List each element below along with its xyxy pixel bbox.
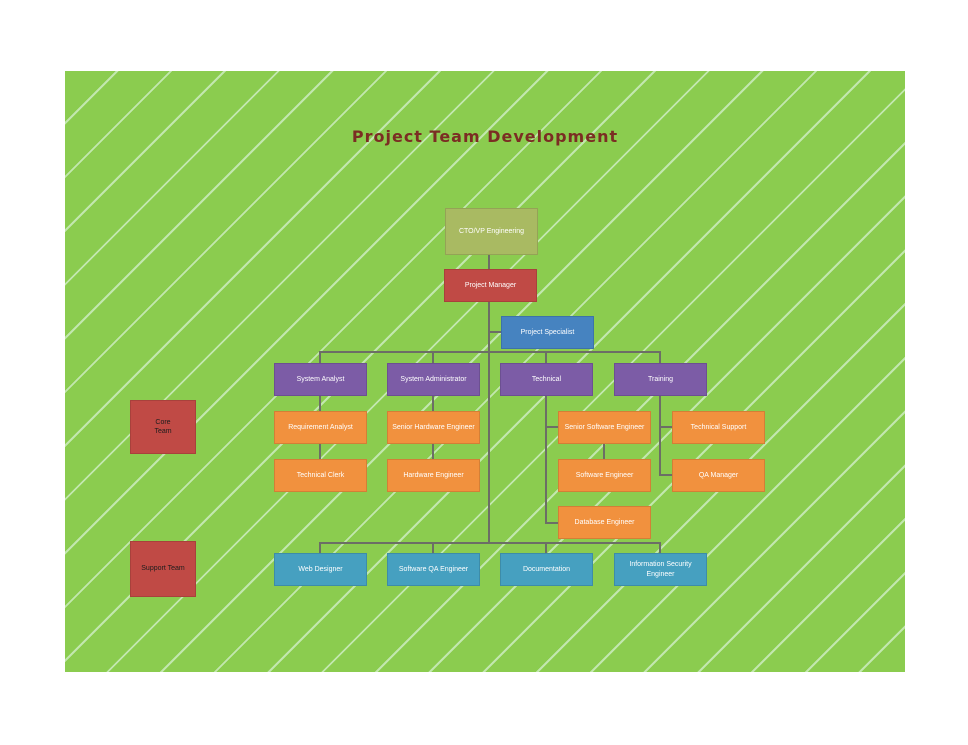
node-senior-software-engineer[interactable]: Senior Software Engineer: [558, 411, 651, 444]
node-support-team[interactable]: Support Team: [130, 541, 196, 597]
connector-technical-senior-software: [545, 426, 558, 428]
org-chart-canvas: Project Team Development CTO/VP Engineer…: [65, 71, 905, 672]
connector-main-vertical: [488, 302, 490, 543]
connector-analyst-requirement: [319, 396, 321, 411]
connector-senior-software-software: [603, 444, 605, 459]
node-project-manager[interactable]: Project Manager: [444, 269, 537, 302]
node-system-analyst[interactable]: System Analyst: [274, 363, 367, 396]
node-technical-clerk[interactable]: Technical Clerk: [274, 459, 367, 492]
node-software-engineer[interactable]: Software Engineer: [558, 459, 651, 492]
connector-admin-senior-hardware: [432, 396, 434, 411]
connector-drop-software-qa: [432, 542, 434, 554]
connector-drop-system-administrator: [432, 351, 434, 364]
connector-technical-vertical: [545, 396, 547, 524]
node-project-specialist[interactable]: Project Specialist: [501, 316, 594, 349]
connector-drop-technical: [545, 351, 547, 364]
connector-senior-hardware-hardware: [432, 444, 434, 459]
connector-lower-distribution: [319, 542, 661, 544]
connector-upper-distribution: [319, 351, 661, 353]
node-database-engineer[interactable]: Database Engineer: [558, 506, 651, 539]
node-senior-hardware-engineer[interactable]: Senior Hardware Engineer: [387, 411, 480, 444]
connector-training-vertical: [659, 396, 661, 476]
connector-project-specialist-stub: [488, 331, 502, 333]
node-system-administrator[interactable]: System Administrator: [387, 363, 480, 396]
connector-drop-system-analyst: [319, 351, 321, 364]
connector-requirement-clerk: [319, 444, 321, 459]
node-requirement-analyst[interactable]: Requirement Analyst: [274, 411, 367, 444]
node-cto-vp-engineering[interactable]: CTO/VP Engineering: [445, 208, 538, 255]
connector-drop-information-security: [659, 542, 661, 554]
chart-title: Project Team Development: [351, 127, 619, 146]
connector-training-qa-manager: [659, 474, 672, 476]
connector-drop-training: [659, 351, 661, 364]
connector-training-tech-support: [659, 426, 672, 428]
connector-cto-project-manager: [488, 255, 490, 269]
connector-drop-documentation: [545, 542, 547, 554]
node-qa-manager[interactable]: QA Manager: [672, 459, 765, 492]
node-software-qa-engineer[interactable]: Software QA Engineer: [387, 553, 480, 586]
node-information-security-engineer[interactable]: Information Security Engineer: [614, 553, 707, 586]
connector-drop-web-designer: [319, 542, 321, 554]
node-documentation[interactable]: Documentation: [500, 553, 593, 586]
node-core-team[interactable]: Core Team: [130, 400, 196, 454]
node-training[interactable]: Training: [614, 363, 707, 396]
node-web-designer[interactable]: Web Designer: [274, 553, 367, 586]
node-technical-support[interactable]: Technical Support: [672, 411, 765, 444]
connector-technical-database: [545, 522, 559, 524]
node-technical[interactable]: Technical: [500, 363, 593, 396]
node-hardware-engineer[interactable]: Hardware Engineer: [387, 459, 480, 492]
